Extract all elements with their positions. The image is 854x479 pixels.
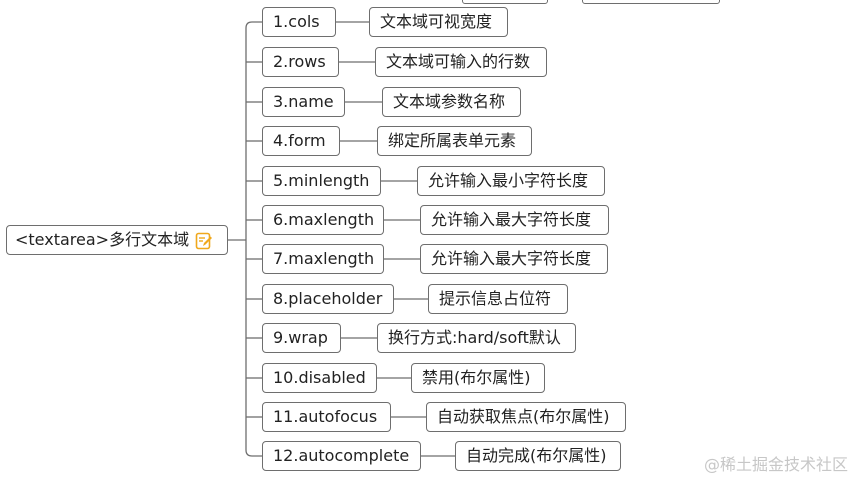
description-node[interactable]: 文本域可输入的行数 — [375, 47, 547, 77]
attribute-node[interactable]: 9.wrap — [262, 323, 341, 353]
attribute-node[interactable]: 7.maxlength — [262, 244, 384, 274]
description-node[interactable]: 允许输入最大字符长度 — [420, 244, 608, 274]
description-node[interactable]: 禁用(布尔属性) — [411, 363, 545, 393]
attribute-node[interactable]: 8.placeholder — [262, 284, 394, 314]
attribute-node[interactable]: 2.rows — [262, 47, 339, 77]
attribute-node[interactable]: 1.cols — [262, 7, 336, 37]
description-node[interactable]: 换行方式:hard/soft默认 — [377, 323, 576, 353]
attribute-node[interactable]: 5.minlength — [262, 166, 381, 196]
description-node[interactable]: 自动获取焦点(布尔属性) — [426, 402, 626, 432]
root-node[interactable]: <textarea>多行文本域 — [6, 225, 228, 255]
note-edit-icon — [195, 231, 213, 250]
partial-node-top-2 — [582, 0, 720, 4]
watermark: @稀土掘金技术社区 — [703, 455, 848, 474]
description-node[interactable]: 允许输入最小字符长度 — [417, 166, 605, 196]
attribute-node[interactable]: 6.maxlength — [262, 205, 384, 235]
description-node[interactable]: 文本域可视宽度 — [369, 7, 508, 37]
description-node[interactable]: 提示信息占位符 — [428, 284, 568, 314]
branch-line — [245, 21, 262, 29]
attribute-node[interactable]: 12.autocomplete — [262, 441, 421, 471]
attribute-node[interactable]: 10.disabled — [262, 363, 377, 393]
branch-line — [245, 449, 262, 457]
attribute-node[interactable]: 4.form — [262, 126, 340, 156]
description-node[interactable]: 文本域参数名称 — [382, 87, 521, 117]
description-node[interactable]: 自动完成(布尔属性) — [455, 441, 621, 471]
description-node[interactable]: 绑定所属表单元素 — [377, 126, 532, 156]
partial-node-top-1 — [462, 0, 548, 4]
description-node[interactable]: 允许输入最大字符长度 — [420, 205, 609, 235]
root-label: <textarea>多行文本域 — [15, 230, 190, 249]
attribute-node[interactable]: 11.autofocus — [262, 402, 391, 432]
attribute-node[interactable]: 3.name — [262, 87, 345, 117]
